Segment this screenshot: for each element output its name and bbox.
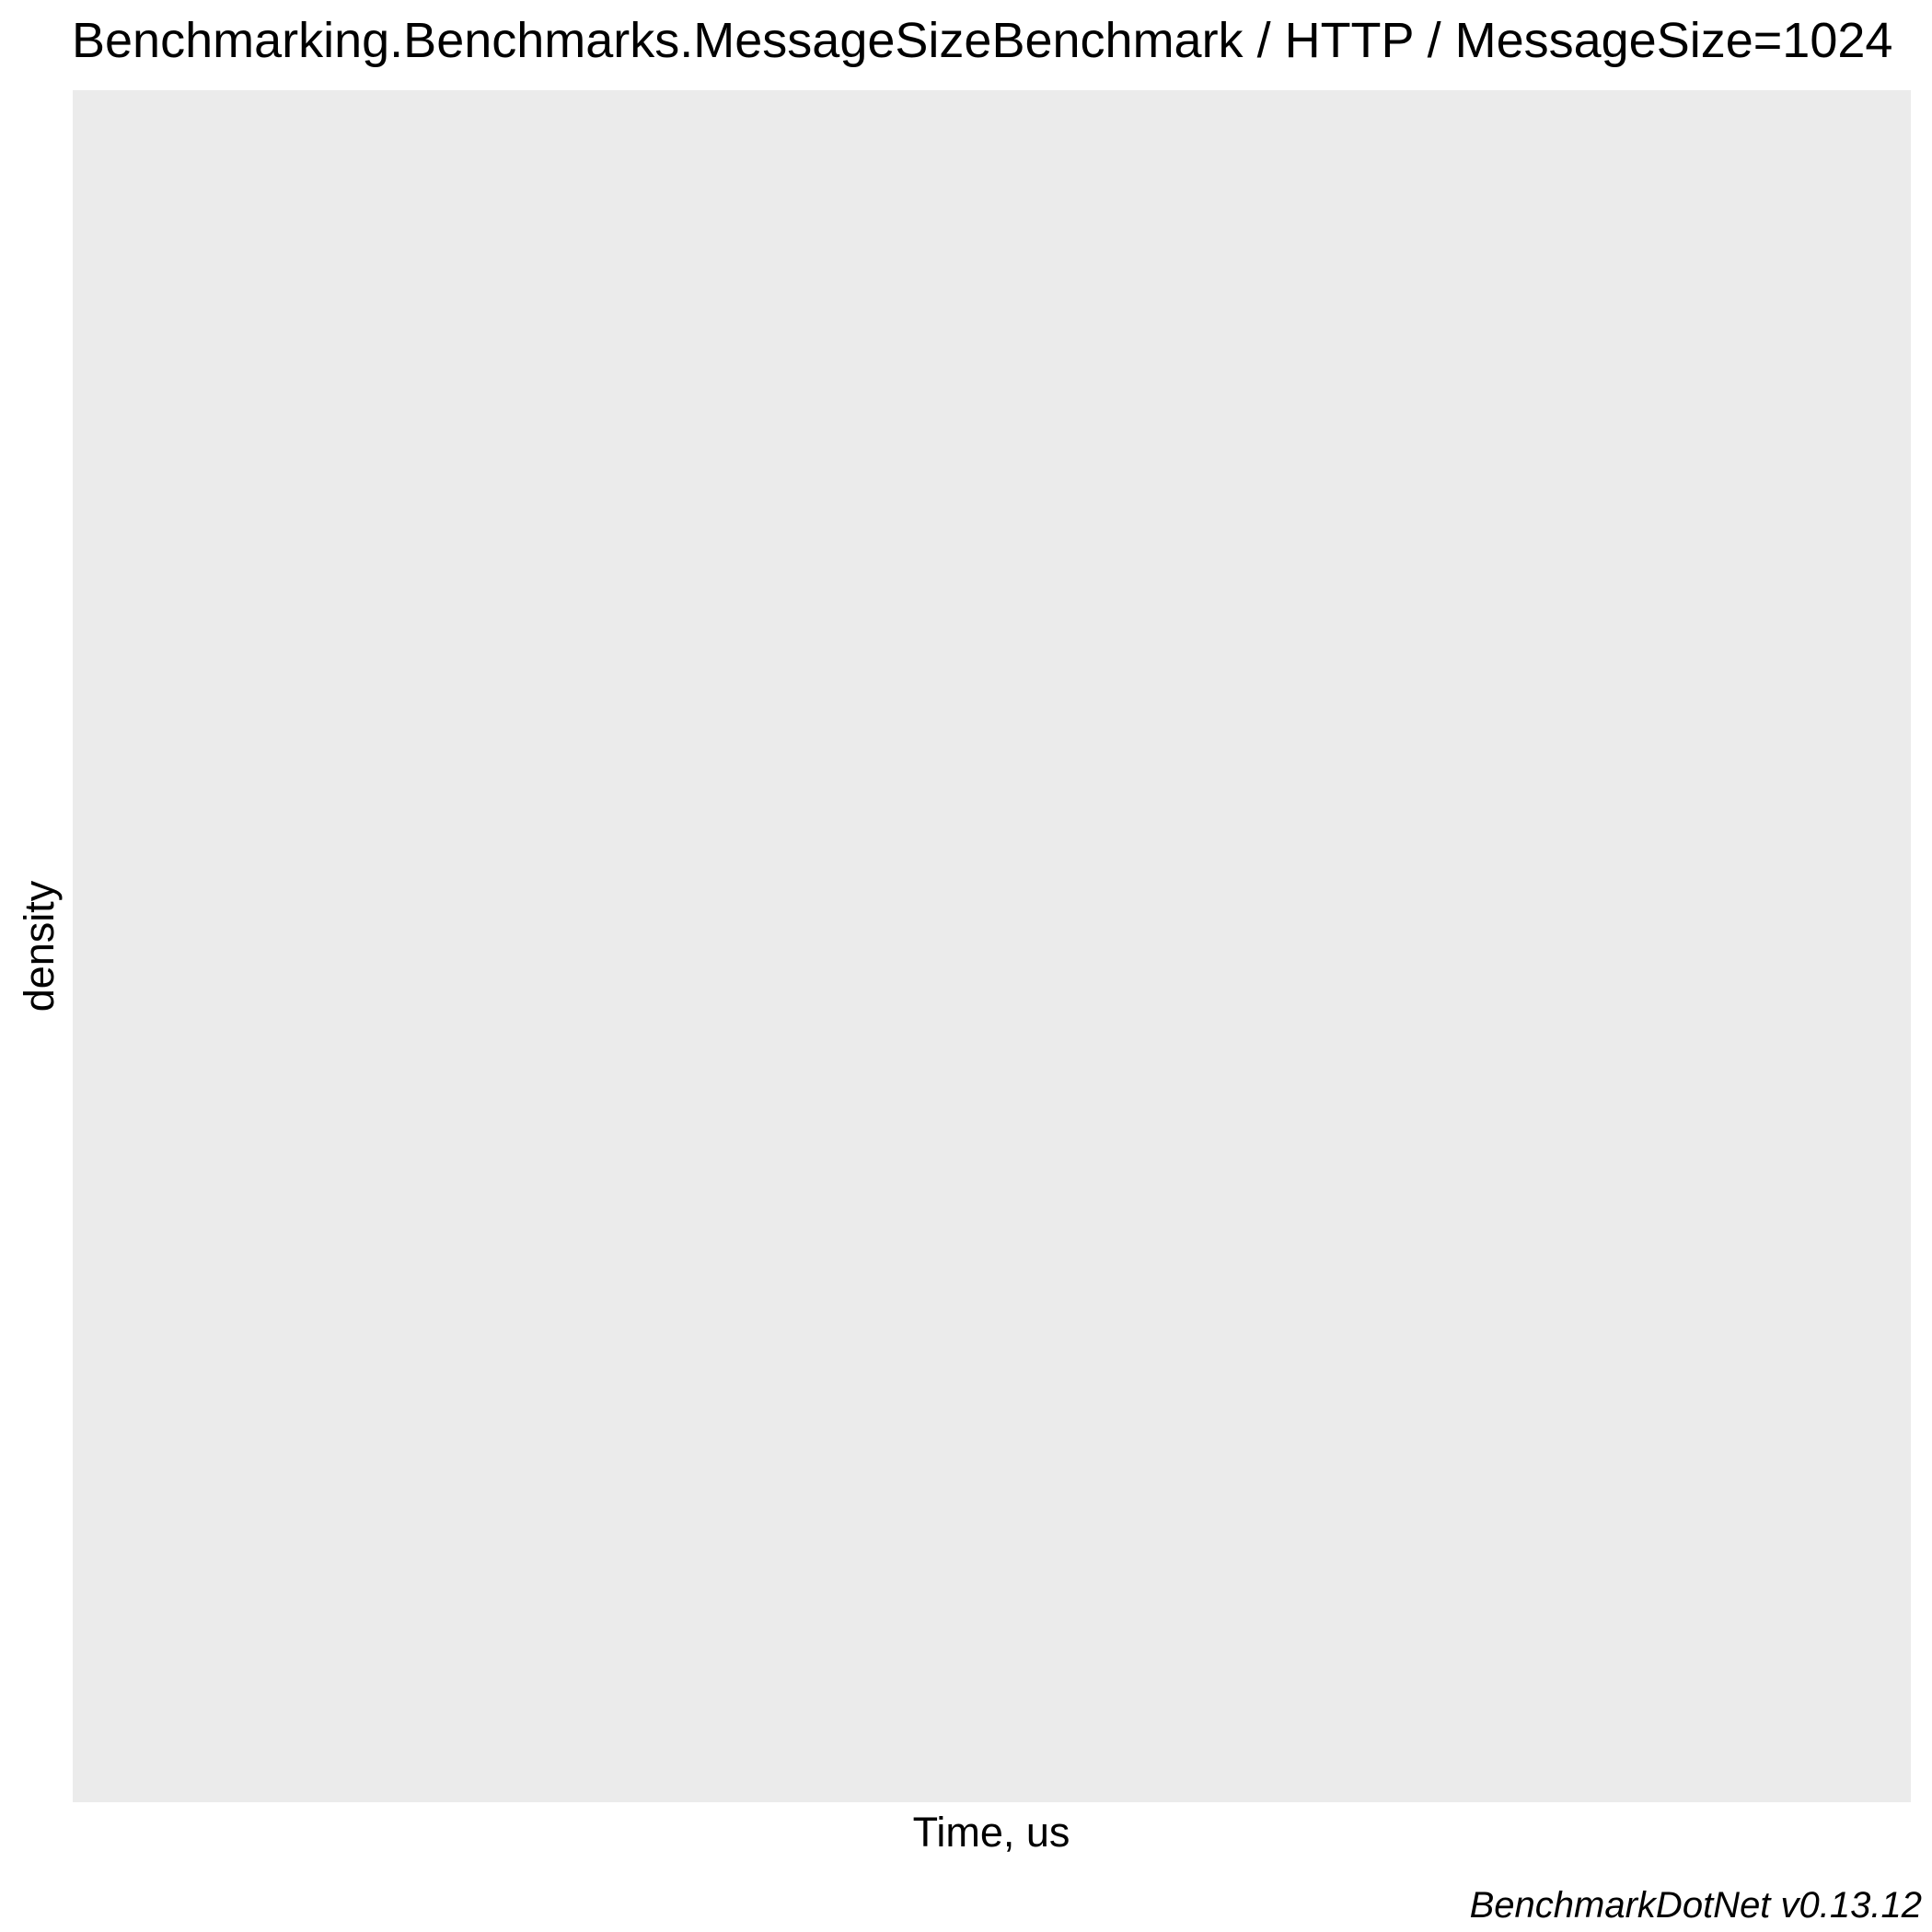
x-axis-label: Time, us bbox=[913, 1809, 1070, 1856]
chart-caption: BenchmarkDotNet v0.13.12 bbox=[1470, 1885, 1922, 1926]
chart-title: Benchmarking.Benchmarks.MessageSizeBench… bbox=[72, 13, 1892, 68]
y-axis-label: density bbox=[16, 880, 63, 1012]
plot-panel bbox=[73, 90, 1911, 1802]
